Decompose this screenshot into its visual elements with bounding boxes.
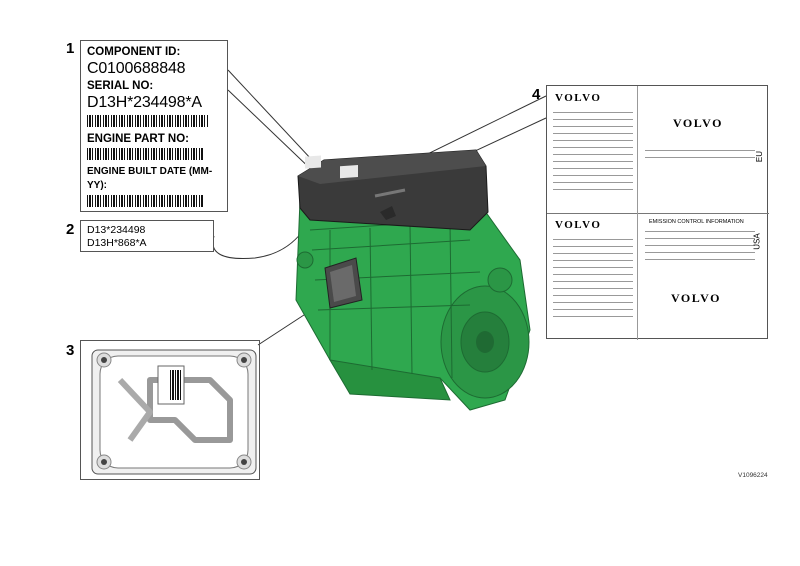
part-no-barcode (87, 148, 203, 160)
engine-stamp-line-1: D13*234498 (87, 224, 146, 236)
usa-region-label: USA (752, 233, 762, 250)
component-id-heading: COMPONENT ID: (87, 46, 181, 58)
usa-emission-title: EMISSION CONTROL INFORMATION (649, 219, 744, 225)
eu-region-label: EU (754, 150, 764, 163)
serial-no-heading: SERIAL NO: (87, 80, 154, 92)
callout-number-2: 2 (66, 221, 75, 238)
engine-built-date-heading: ENGINE BUILT DATE (MM-YY): (87, 166, 213, 191)
usa-plate-left-column: VOLVO (547, 213, 638, 340)
ecu-detail-frame (80, 340, 260, 480)
ecu-detail (91, 349, 257, 475)
built-date-barcode (87, 195, 203, 207)
eu-plate-text-lines (553, 112, 633, 196)
reference-code: V1096224 (738, 472, 768, 479)
engine-block (295, 189, 531, 411)
usa-volvo-logo-large: VOLVO (671, 291, 721, 305)
callout-number-1: 1 (66, 40, 75, 57)
emission-plate-usa: VOLVO EMISSION CONTROL INFORMATION VOLVO… (547, 213, 769, 340)
eu-volvo-logo-small: VOLVO (555, 92, 602, 104)
emission-plate-eu: VOLVO VOLVO EU (547, 86, 769, 214)
callout-number-4: 4 (532, 86, 541, 103)
eu-plate-info-lines (645, 150, 755, 164)
component-id-value: C0100688848 (87, 60, 186, 77)
eu-plate-left-column: VOLVO (547, 86, 638, 213)
serial-barcode (87, 115, 209, 127)
engine-ecu (324, 257, 363, 309)
emission-plates: VOLVO VOLVO EU VOLVO EMISSION CONTROL IN… (546, 85, 769, 340)
valve-cover (297, 149, 489, 231)
engine-stamp-label: D13*234498 D13H*868*A (80, 220, 214, 252)
callout-number-3: 3 (66, 342, 75, 359)
engine-part-no-heading: ENGINE PART NO: (87, 133, 190, 145)
leader-line-2 (212, 231, 303, 260)
usa-volvo-logo-small: VOLVO (555, 219, 602, 231)
component-id-label: COMPONENT ID: C0100688848 SERIAL NO: D13… (80, 40, 228, 212)
serial-no-value: D13H*234498*A (87, 94, 202, 111)
leader-line-1 (227, 89, 319, 177)
usa-plate-text-lines (553, 239, 633, 323)
engine-stamp-line-2: D13H*868*A (87, 236, 147, 249)
usa-plate-info-lines (645, 231, 755, 266)
eu-volvo-logo-large: VOLVO (673, 116, 723, 130)
